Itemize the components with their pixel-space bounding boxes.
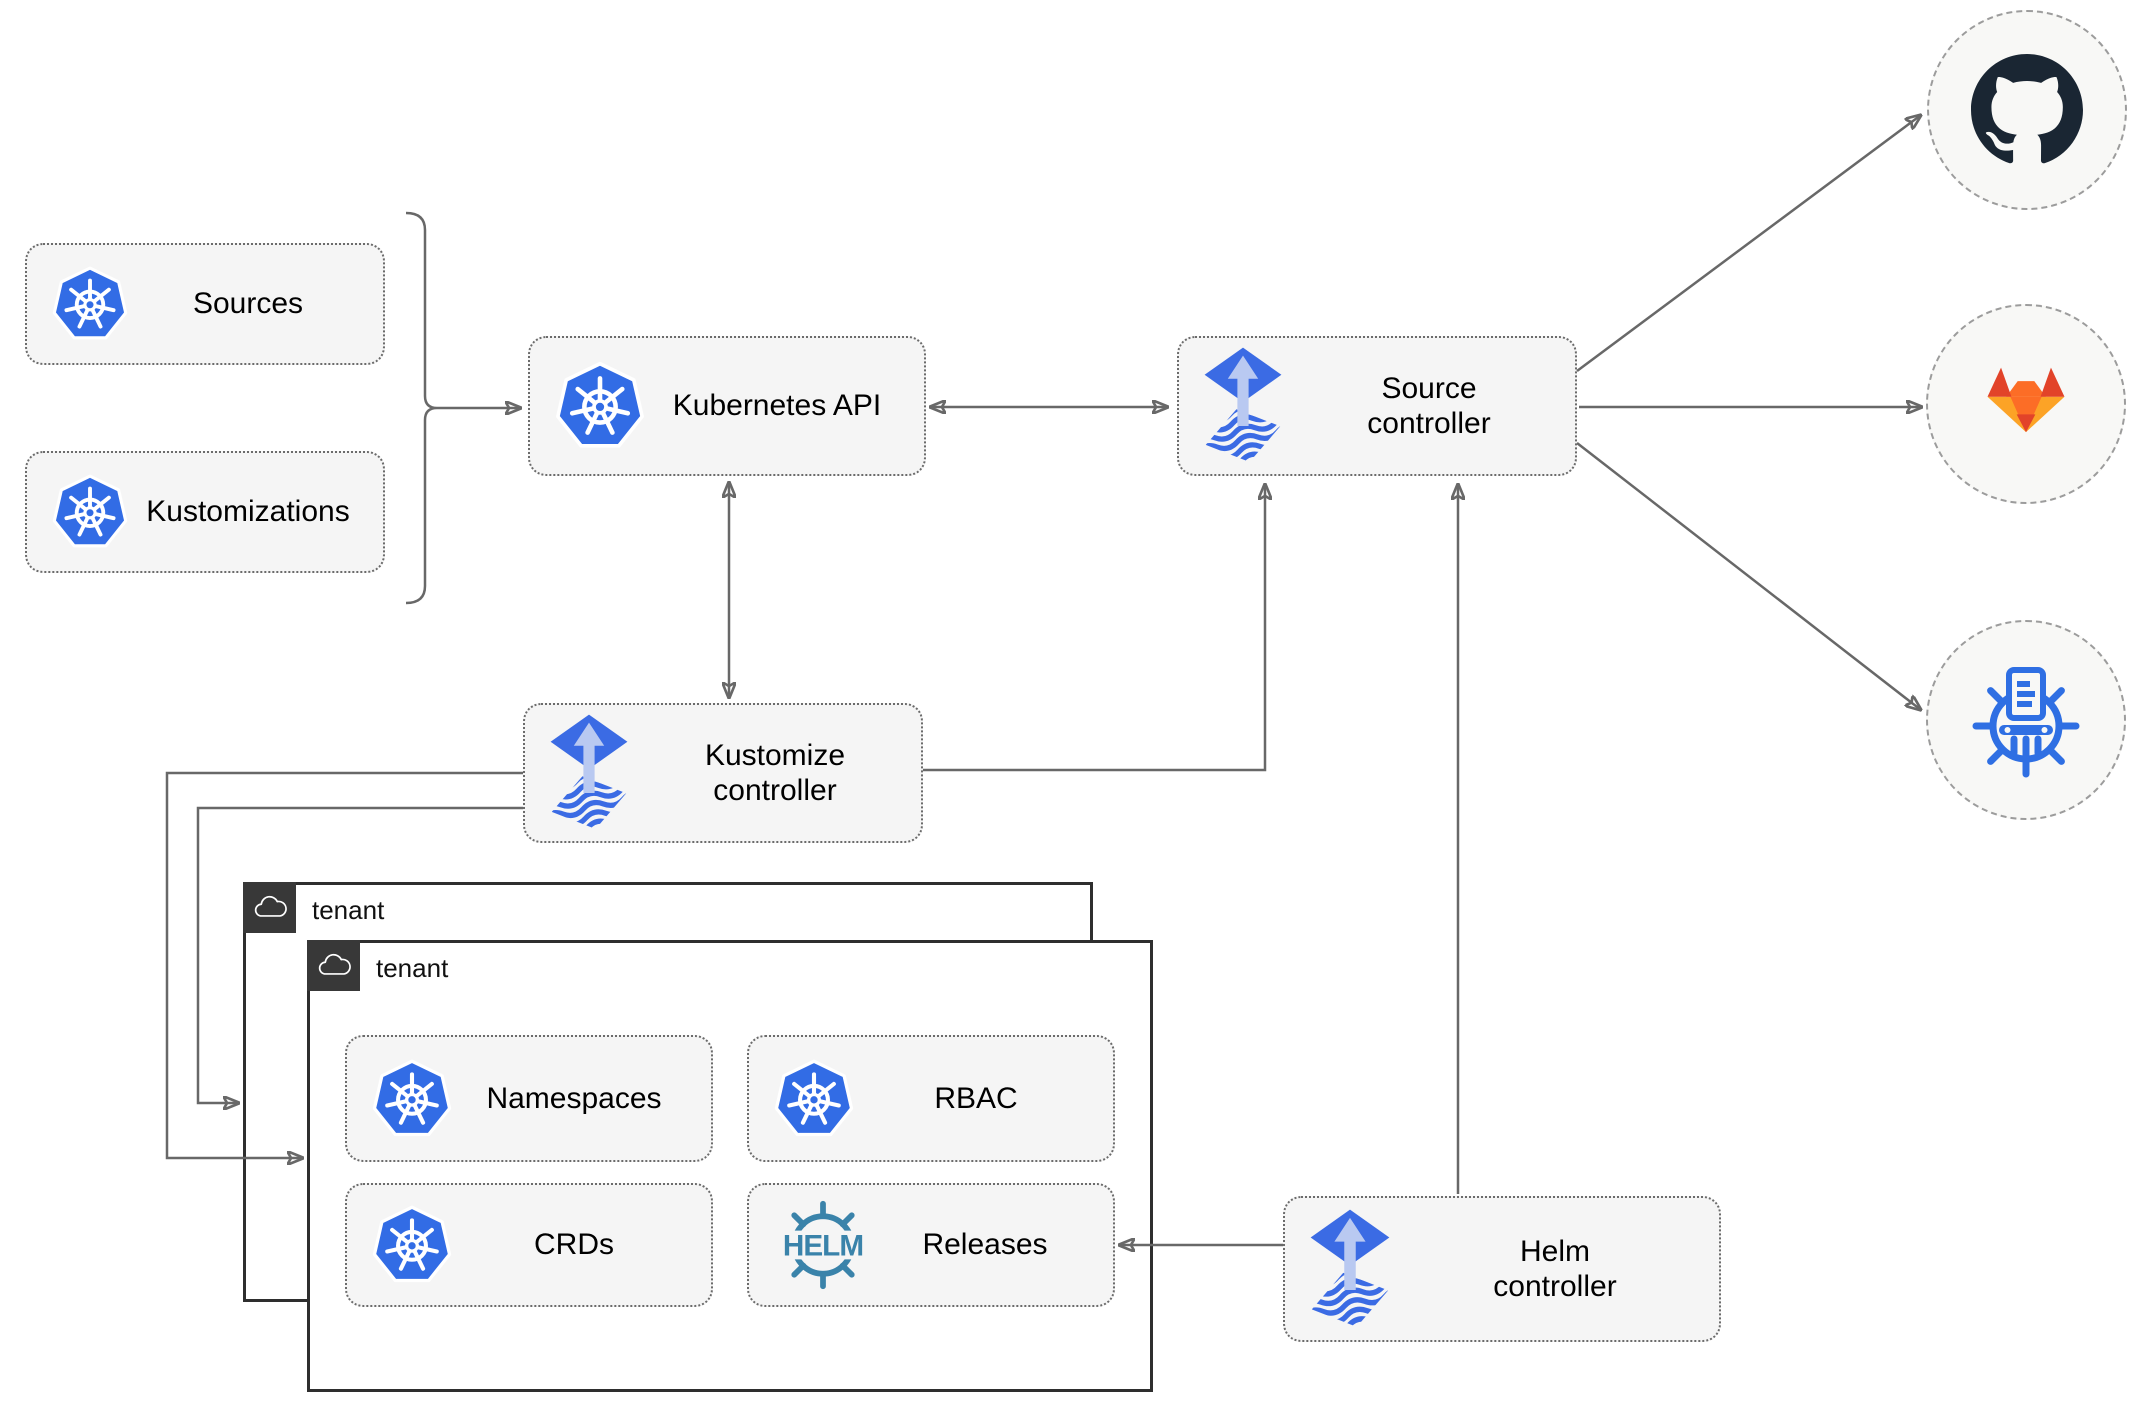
node-releases: HELM Releases: [747, 1183, 1115, 1307]
tenant-label: tenant: [312, 895, 385, 925]
endpoint-github: [1927, 10, 2127, 210]
node-label: CRDs: [534, 1228, 614, 1262]
github-icon: [1971, 54, 2083, 166]
node-label: Kustomizations: [146, 495, 350, 529]
node-crds: CRDs: [345, 1183, 713, 1307]
node-label: RBAC: [934, 1081, 1018, 1115]
node-sources: Sources: [25, 243, 385, 365]
edge-kustomize-to-source: [923, 484, 1265, 772]
tenant-label: tenant: [376, 953, 449, 983]
node-source-controller: Source controller: [1177, 336, 1577, 476]
node-label: Sources: [192, 287, 304, 321]
node-rbac: RBAC: [747, 1035, 1115, 1162]
flux-icon: [549, 713, 629, 833]
flux-icon: [1203, 346, 1283, 466]
node-label: Helm controller: [1493, 1234, 1617, 1303]
flux-icon: [1309, 1208, 1391, 1331]
node-label: Kubernetes API: [672, 389, 882, 423]
node-label: Releases: [922, 1228, 1048, 1262]
helm-logo-text: HELM: [783, 1230, 863, 1263]
tenant-tab: [307, 940, 360, 991]
node-kubernetes-api: Kubernetes API: [528, 336, 926, 476]
gitlab-icon: [1974, 367, 2078, 441]
helm-icon: HELM: [773, 1199, 873, 1291]
cloud-icon: [316, 953, 352, 978]
chartmuseum-icon: [1966, 660, 2086, 780]
endpoint-gitlab: [1926, 304, 2126, 504]
edge-source-to-chartmuseum: [1576, 442, 1921, 710]
node-namespaces: Namespaces: [345, 1035, 713, 1162]
node-kustomize-controller: Kustomize controller: [523, 703, 923, 843]
kubernetes-icon: [554, 360, 646, 452]
kubernetes-icon: [773, 1058, 855, 1140]
kubernetes-icon: [51, 473, 129, 551]
tenant-tab: [243, 882, 296, 933]
cloud-icon: [252, 895, 288, 920]
node-label: Source controller: [1367, 371, 1491, 440]
node-label: Namespaces: [486, 1081, 662, 1115]
node-label: Kustomize controller: [704, 738, 846, 807]
kubernetes-icon: [51, 265, 129, 343]
edge-source-to-github: [1576, 115, 1921, 373]
endpoint-chartmuseum: [1926, 620, 2126, 820]
kubernetes-icon: [371, 1204, 453, 1286]
node-kustomizations: Kustomizations: [25, 451, 385, 573]
kubernetes-icon: [371, 1058, 453, 1140]
edge-brace-sources: [405, 211, 438, 605]
node-helm-controller: Helm controller: [1283, 1196, 1721, 1342]
tenant-box-front: tenant: [307, 940, 1153, 1392]
